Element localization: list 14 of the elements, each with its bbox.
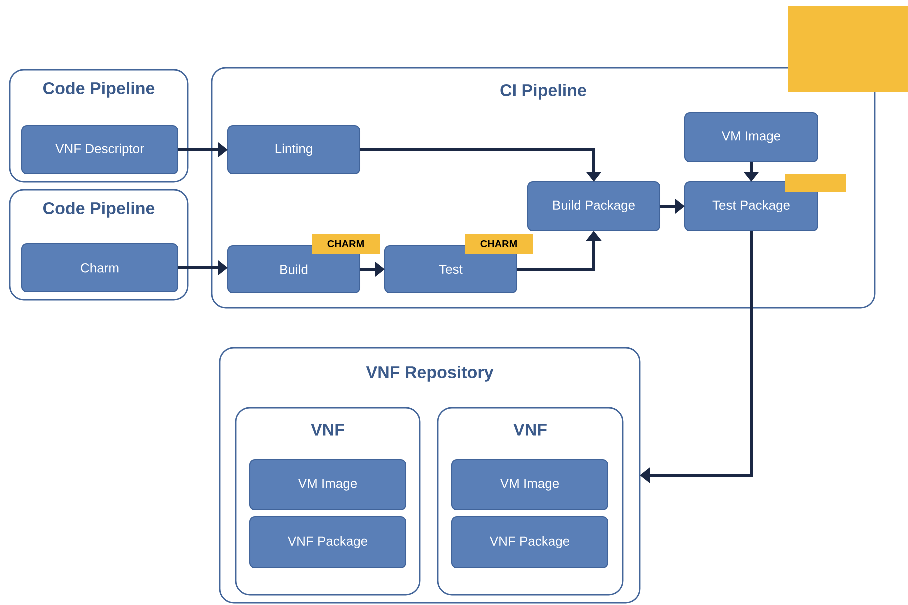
process-box: VM Image <box>250 460 406 510</box>
process-box: Linting <box>228 126 360 174</box>
tag-label: CHARM <box>312 234 380 254</box>
process-box: Test Package <box>684 182 818 232</box>
process-box: VNF Package <box>452 516 608 568</box>
process-box: Charm <box>22 244 178 292</box>
process-box: VNF Descriptor <box>22 126 178 174</box>
process-box: VM Image <box>684 112 818 162</box>
tag-label <box>785 174 846 192</box>
process-box: VM Image <box>452 460 608 510</box>
note-box <box>788 6 908 92</box>
process-box: VNF Package <box>250 516 406 568</box>
tag-label: CHARM <box>465 234 533 254</box>
process-box: Build Package <box>528 182 660 232</box>
